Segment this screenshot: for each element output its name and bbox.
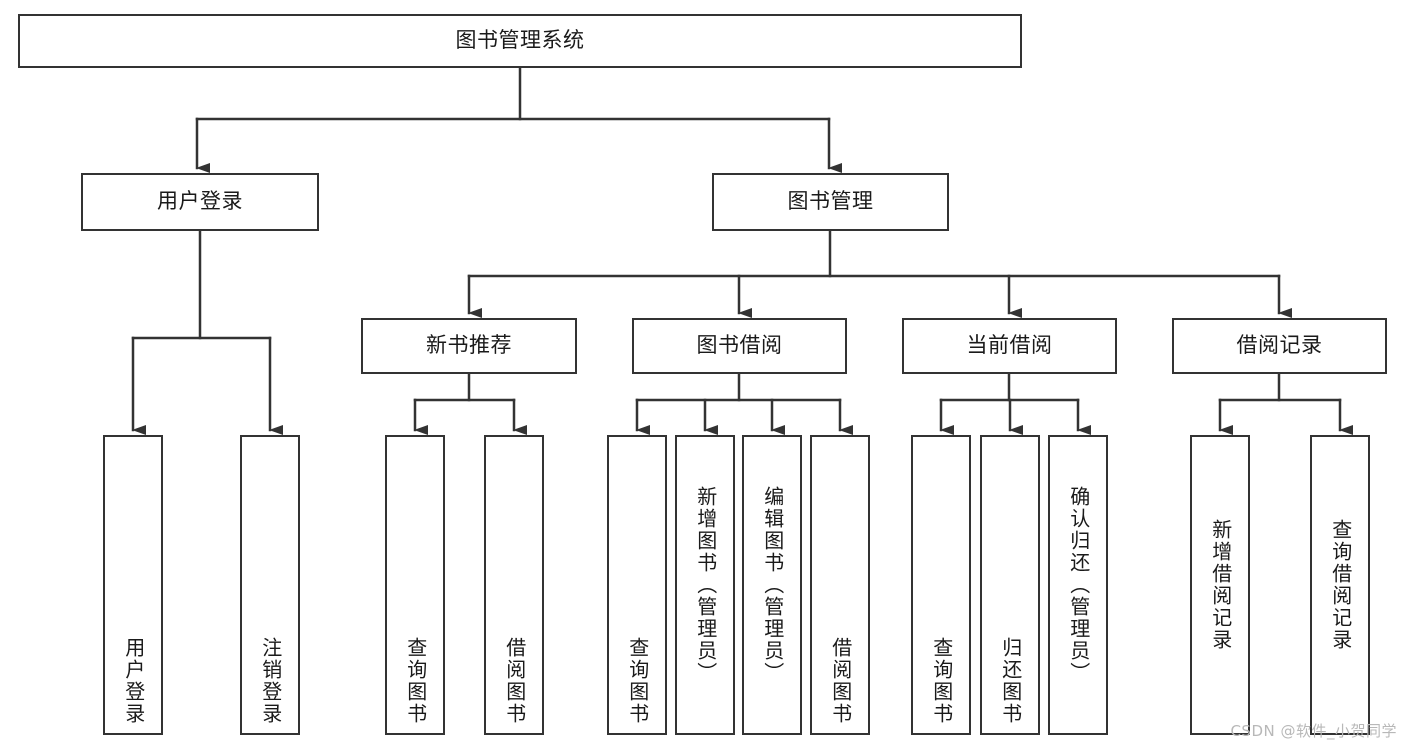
node-current-borrow[interactable]: 当前借阅: [902, 318, 1117, 374]
leaf-node[interactable]: 用户登录: [103, 435, 163, 735]
node-borrow-record-label: 借阅记录: [1236, 333, 1323, 358]
leaf-node-label: 查询借阅记录: [1328, 519, 1353, 651]
node-new-book-recommend-label: 新书推荐: [426, 333, 512, 358]
leaf-node-label: 借阅图书: [828, 637, 853, 725]
leaf-node[interactable]: 查询图书: [607, 435, 667, 735]
watermark-text: CSDN @软件_小贺同学: [1230, 722, 1397, 740]
node-borrow-record[interactable]: 借阅记录: [1172, 318, 1387, 374]
leaf-node[interactable]: 借阅图书: [484, 435, 544, 735]
leaf-node[interactable]: 查询借阅记录: [1310, 435, 1370, 735]
leaf-node-label: 归还图书: [998, 637, 1023, 725]
leaf-node[interactable]: 注销登录: [240, 435, 300, 735]
node-book-management-label: 图书管理: [787, 189, 874, 214]
leaf-node[interactable]: 查询图书: [911, 435, 971, 735]
leaf-node-label: 新增图书（管理员）: [693, 486, 718, 684]
node-user-login[interactable]: 用户登录: [81, 173, 319, 231]
leaf-node-label: 借阅图书: [502, 637, 527, 725]
leaf-node-label: 注销登录: [258, 637, 283, 725]
leaf-node[interactable]: 编辑图书（管理员）: [742, 435, 802, 735]
leaf-node[interactable]: 确认归还（管理员）: [1048, 435, 1108, 735]
leaf-node[interactable]: 查询图书: [385, 435, 445, 735]
node-new-book-recommend[interactable]: 新书推荐: [361, 318, 577, 374]
node-book-borrow-label: 图书借阅: [696, 333, 783, 358]
leaf-node[interactable]: 新增借阅记录: [1190, 435, 1250, 735]
leaf-node-label: 用户登录: [121, 637, 146, 725]
leaf-node[interactable]: 新增图书（管理员）: [675, 435, 735, 735]
leaf-node-label: 查询图书: [403, 637, 428, 725]
node-book-management[interactable]: 图书管理: [712, 173, 949, 231]
node-root[interactable]: 图书管理系统: [18, 14, 1022, 68]
leaf-node[interactable]: 借阅图书: [810, 435, 870, 735]
node-book-borrow[interactable]: 图书借阅: [632, 318, 847, 374]
node-user-login-label: 用户登录: [157, 189, 243, 214]
leaf-node-label: 查询图书: [625, 637, 650, 725]
node-current-borrow-label: 当前借阅: [966, 333, 1053, 358]
leaf-node-label: 查询图书: [929, 637, 954, 725]
leaf-node-label: 确认归还（管理员）: [1066, 486, 1091, 684]
leaf-node[interactable]: 归还图书: [980, 435, 1040, 735]
leaf-node-label: 新增借阅记录: [1208, 519, 1233, 651]
node-root-label: 图书管理系统: [455, 28, 585, 53]
leaf-node-label: 编辑图书（管理员）: [760, 486, 785, 684]
